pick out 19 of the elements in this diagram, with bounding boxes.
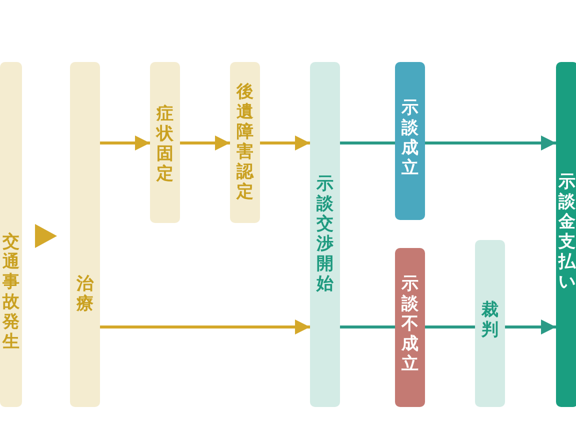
- process-box: 症状固定: [150, 62, 180, 223]
- outcome-box: 示談成立: [395, 62, 425, 220]
- connector-line: [340, 142, 395, 144]
- arrow: [180, 136, 230, 150]
- arrow: [35, 224, 57, 248]
- connector-line: [425, 326, 475, 328]
- process-bar: 示談交渉開始: [310, 62, 340, 407]
- arrow: [425, 136, 556, 150]
- process-bar: 交通事故発生: [0, 62, 22, 407]
- process-bar: 示談金支払い: [556, 62, 576, 407]
- arrow: [100, 136, 150, 150]
- process-box: 後遺障害認定: [230, 62, 260, 223]
- outcome-box: 示談不成立: [395, 248, 425, 407]
- arrow: [260, 136, 310, 150]
- process-box: 裁判: [475, 240, 505, 407]
- connector-line: [340, 326, 395, 328]
- arrow: [505, 320, 556, 334]
- arrow: [100, 320, 310, 334]
- process-bar: 治療: [70, 62, 100, 407]
